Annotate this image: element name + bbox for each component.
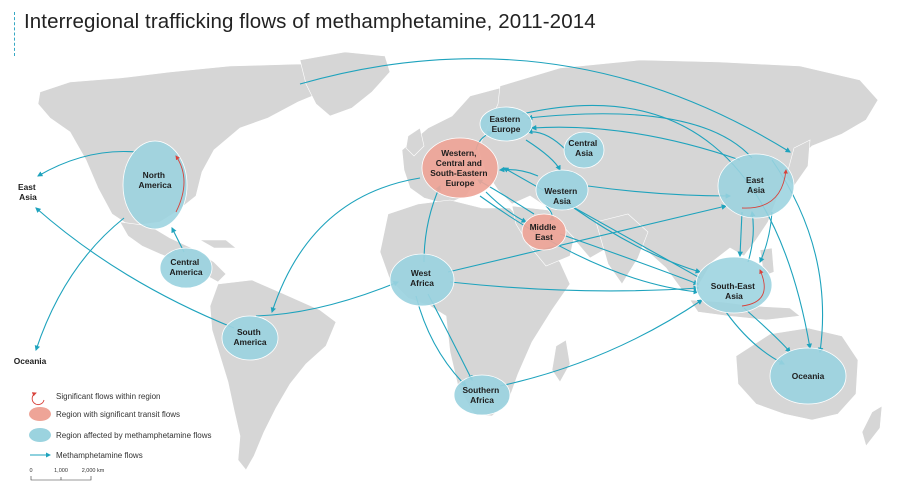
label-southern-africa: Southern Africa (462, 385, 501, 405)
legend-flow-label: Methamphetamine flows (56, 451, 143, 460)
within-north-america (175, 155, 185, 213)
legend-item-flows: Methamphetamine flows (30, 451, 143, 460)
region-east-asia (717, 153, 795, 219)
land-caribbean (198, 239, 237, 249)
region-ellipses (122, 106, 847, 416)
region-southern-africa (453, 374, 511, 416)
flow-western-europe-to-south-east-asia (479, 195, 700, 295)
flow-middle-east-to-south-east-asia (559, 233, 700, 286)
legend-transit-label: Region with significant transit flows (56, 410, 180, 419)
within-east-asia (741, 169, 788, 209)
flow-south-america-to-east-asia (35, 207, 235, 329)
label-south-east-asia: South-East Asia (711, 281, 758, 301)
scale-tick-2: 2,000 km (82, 468, 105, 474)
flow-east-asia-to-eastern-europe-2 (530, 124, 741, 161)
label-western-europe: Western, Central and South-Eastern Europ… (430, 148, 490, 188)
label-north-america-l2: America (138, 180, 171, 190)
label-western-asia: Western Asia (544, 186, 579, 206)
label-east-asia-outside: East Asia (18, 182, 38, 202)
region-central-america (159, 247, 213, 289)
within-south-east-asia (741, 269, 765, 307)
legend-within-icon (31, 392, 45, 406)
label-north-america: North America (138, 170, 171, 190)
legend-affected-swatch (29, 428, 51, 442)
flow-eastern-europe-to-oceania (521, 105, 812, 350)
label-east-asia: East Asia (746, 175, 766, 195)
scale-line (30, 476, 92, 481)
flow-north-america-to-east-asia (37, 150, 137, 177)
land-madagascar (551, 339, 571, 383)
flow-to-south-america (270, 177, 421, 314)
flow-east-asia-to-south-east-asia (737, 211, 743, 258)
region-north-america (122, 140, 188, 230)
flow-south-america-to-west-africa (255, 281, 400, 317)
region-oceania (769, 347, 847, 405)
flow-western-europe-to-middle-east (485, 191, 527, 223)
flow-western-asia-to-south-east-asia (573, 207, 702, 274)
region-eastern-europe (479, 106, 533, 142)
label-oceania-outside: Oceania (14, 356, 47, 366)
legend-within-label: Significant flows within region (56, 392, 161, 401)
region-central-asia (563, 131, 605, 169)
scale-bar: 0 1,000 2,000 km (29, 468, 105, 481)
legend-item-within: Significant flows within region (31, 392, 161, 406)
flow-west-africa-to-southern-africa-2 (415, 295, 467, 387)
land-new-zealand (861, 405, 883, 447)
land-uk (405, 127, 425, 157)
land-greenland (299, 51, 391, 117)
within-region-flows (175, 155, 788, 307)
region-south-east-asia (695, 256, 773, 314)
region-middle-east (521, 213, 567, 251)
legend-affected-label: Region affected by methamphetamine flows (56, 431, 212, 440)
label-eastern-europe: Eastern Europe (489, 114, 522, 134)
label-central-america: Central America (169, 257, 202, 277)
label-west-africa: West Africa (410, 268, 434, 288)
label-oceania: Oceania (792, 371, 825, 381)
region-western-asia (535, 169, 589, 211)
legend-item-affected: Region affected by methamphetamine flows (29, 428, 212, 442)
flow-western-asia-to-western-europe (498, 166, 539, 177)
label-middle-east: Middle East (530, 222, 559, 242)
map-title: Interregional trafficking flows of metha… (24, 10, 596, 33)
label-south-america: South America (233, 327, 266, 347)
flow-eastern-europe-to-western-asia (525, 139, 561, 171)
scale-tick-1: 1,000 (54, 468, 68, 474)
region-western-europe (421, 137, 499, 199)
legend-item-transit: Region with significant transit flows (29, 407, 180, 421)
label-north-america-l1: North (143, 170, 165, 180)
region-labels: North America Central America South Amer… (14, 114, 825, 405)
flow-top-arc (299, 58, 791, 153)
flow-north-america-to-oceania (34, 217, 125, 352)
flow-central-asia-to-eastern-europe (526, 128, 567, 151)
flow-west-africa-to-east-asia (447, 204, 728, 273)
label-central-asia: Central Asia (568, 138, 599, 158)
flow-southern-africa-to-south-east-asia (499, 299, 703, 387)
scale-tick-0: 0 (29, 468, 32, 474)
flow-south-east-asia-to-oceania (743, 307, 791, 353)
flow-east-asia-to-eastern-europe (526, 113, 753, 159)
region-south-america (221, 315, 279, 361)
legend: Significant flows within region Region w… (29, 392, 212, 460)
legend-transit-swatch (29, 407, 51, 421)
region-west-africa (389, 253, 455, 307)
flow-west-africa-to-south-east-asia (449, 281, 700, 292)
flow-east-asia-to-south-east-asia-2 (759, 211, 773, 264)
title-accent-rule (14, 12, 15, 56)
flow-western-asia-to-east-asia (587, 185, 732, 199)
land-india (595, 213, 649, 285)
land-north-america (37, 63, 331, 227)
